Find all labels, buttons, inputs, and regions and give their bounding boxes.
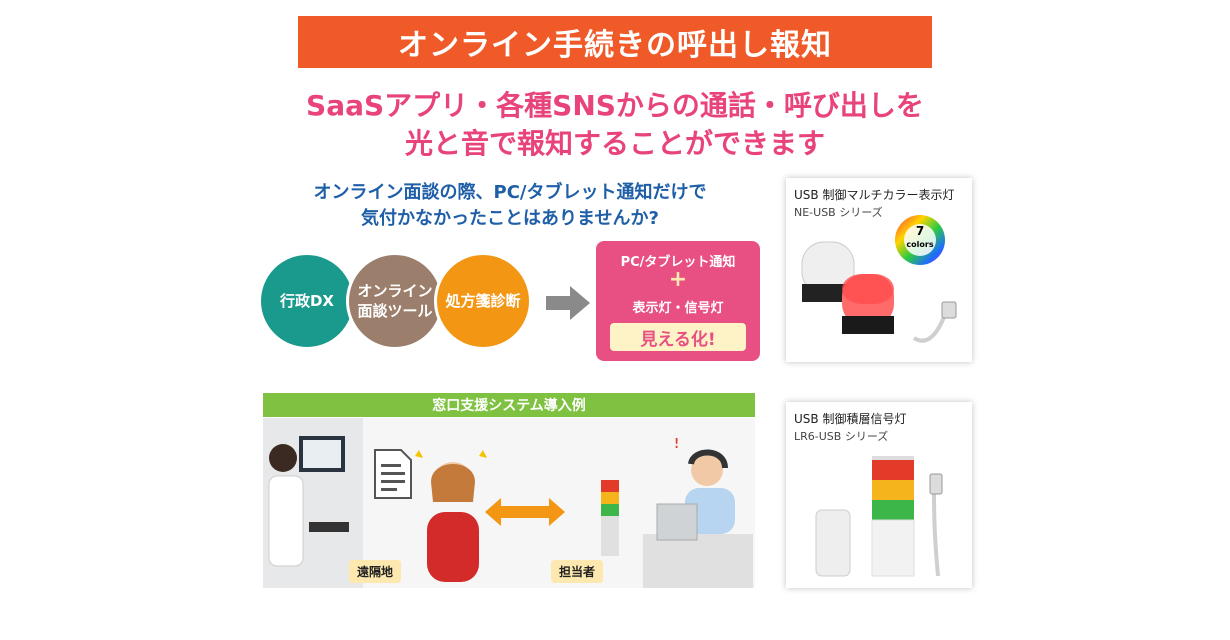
example-header-text: 窓口支援システム導入例 [432, 398, 586, 414]
result-line-1: PC/タブレット通知 [620, 255, 736, 270]
document-icon [374, 449, 412, 499]
highlight-text: 見える化! [640, 329, 716, 350]
product-title: USB 制御積層信号灯 [794, 412, 907, 426]
mini-signal-tower-icon [601, 480, 619, 556]
double-arrow-icon [485, 498, 565, 526]
usb-cable-icon [912, 301, 957, 343]
badge-label: colors [906, 240, 934, 249]
product-series: NE-USB シリーズ [794, 206, 883, 219]
product-title: USB 制御マルチカラー表示灯 [794, 188, 955, 202]
example-header: 窓口支援システム導入例 [263, 393, 755, 417]
subtitle-line-2: 光と音で報知することができます [404, 127, 825, 160]
seven-colors-badge-icon [895, 215, 945, 265]
citizen-icon [415, 450, 487, 582]
svg-text:!: ! [673, 438, 680, 453]
plus-icon: + [668, 267, 688, 292]
arrow-right-icon [546, 286, 590, 320]
product-series: LR6-USB シリーズ [794, 430, 889, 443]
subtitle-line-1: SaaSアプリ・各種SNSからの通話・呼び出しを [306, 89, 924, 122]
result-box: PC/タブレット通知 + 表示灯・信号灯 見える化! [596, 241, 760, 361]
circle-online-tool: オンライン 面談ツール [346, 252, 444, 350]
circle-label: 処方箋診断 [445, 292, 521, 310]
signal-tower-icon [815, 456, 943, 577]
product-card-lr6-usb: USB 制御積層信号灯 LR6-USB シリーズ [786, 402, 972, 588]
question-line-2: 気付かなかったことはありませんか? [361, 208, 659, 229]
highlight-badge: 見える化! [610, 323, 746, 351]
circle-gov-dx: 行政DX [258, 252, 356, 350]
result-line-2: 表示灯・信号灯 [632, 301, 724, 316]
multicolor-lamp-icon [801, 241, 894, 334]
badge-number: 7 [915, 224, 925, 238]
office-photo-icon [263, 418, 363, 588]
question-line-1: オンライン面談の際、PC/タブレット通知だけで [313, 182, 707, 203]
circle-label: 行政DX [279, 292, 335, 310]
circle-prescription: 処方箋診断 [434, 252, 532, 350]
product-card-ne-usb: USB 制御マルチカラー表示灯 NE-USB シリーズ 7 colors [786, 178, 972, 362]
circle-label: オンライン 面談ツール [357, 282, 433, 320]
staff-label: 担当者 [551, 560, 604, 583]
staff-icon: ! [643, 438, 753, 588]
page-banner: オンライン手続きの呼出し報知 [298, 16, 932, 68]
example-illustration: ! 遠隔地 担当者 [263, 418, 755, 588]
banner-title: オンライン手続きの呼出し報知 [398, 28, 832, 63]
remote-label: 遠隔地 [349, 560, 402, 583]
